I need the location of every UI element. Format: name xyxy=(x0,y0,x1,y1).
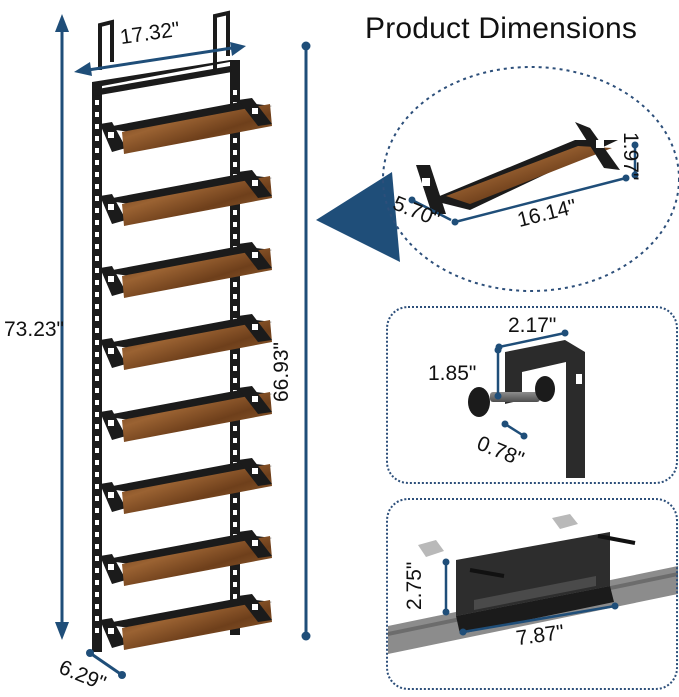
frame-hole xyxy=(233,234,237,239)
frame-hole xyxy=(233,150,237,155)
door-hooks xyxy=(98,10,230,70)
frame-hole xyxy=(95,196,99,201)
top-width-line xyxy=(74,42,246,76)
frame-hole xyxy=(95,100,99,105)
rack-height-line xyxy=(301,41,311,641)
frame-hole xyxy=(233,306,237,311)
frame-hole xyxy=(233,138,237,143)
frame-hole xyxy=(95,328,99,333)
frame-hole xyxy=(95,256,99,261)
frame-hole xyxy=(95,280,99,285)
frame-hole xyxy=(95,592,99,597)
frame-hole xyxy=(95,376,99,381)
basket-dimension-lines xyxy=(408,141,639,226)
frame-hole xyxy=(233,294,237,299)
bottom-depth-line xyxy=(86,649,126,679)
frame-hole xyxy=(233,282,237,287)
frame-hole xyxy=(95,484,99,489)
hook-detail xyxy=(468,340,585,478)
page-title: Product Dimensions xyxy=(365,12,638,45)
frame-hole xyxy=(95,472,99,477)
bracket-detail-panel xyxy=(386,498,678,690)
frame-hole xyxy=(233,510,237,515)
shelves-group xyxy=(100,98,272,650)
frame-hole xyxy=(95,604,99,609)
frame-hole xyxy=(95,316,99,321)
bracket-dimension-lines xyxy=(442,558,619,636)
shelf-basket xyxy=(100,314,272,370)
frame-hole xyxy=(233,450,237,455)
hook-detail-panel xyxy=(386,306,678,484)
frame-hole xyxy=(95,520,99,525)
shelf-basket xyxy=(100,386,272,442)
hook-width-label: 2.17" xyxy=(508,314,557,337)
frame-hole xyxy=(233,438,237,443)
frame-hole xyxy=(95,388,99,393)
frame-hole xyxy=(95,172,99,177)
frame-hole xyxy=(95,496,99,501)
frame-hole xyxy=(95,412,99,417)
frame-hole xyxy=(233,498,237,503)
frame-hole xyxy=(233,426,237,431)
shelf-basket xyxy=(100,170,272,226)
frame-hole xyxy=(233,582,237,587)
frame-hole xyxy=(95,460,99,465)
frame-hole xyxy=(95,268,99,273)
shelf-basket xyxy=(100,594,272,650)
frame-hole xyxy=(233,570,237,575)
frame-hole xyxy=(95,208,99,213)
hook-dimension-lines xyxy=(494,329,569,440)
frame-hole xyxy=(95,364,99,369)
frame-hole xyxy=(95,580,99,585)
frame-hole xyxy=(95,628,99,633)
frame-hole xyxy=(95,556,99,561)
frame-hole xyxy=(95,532,99,537)
frame-hole xyxy=(95,340,99,345)
frame-hole xyxy=(233,210,237,215)
hook-height-label: 1.85" xyxy=(428,362,477,385)
frame-hole xyxy=(95,616,99,621)
frame-hole xyxy=(233,90,237,95)
zoomed-basket xyxy=(416,122,620,214)
rack-height-label: 66.93" xyxy=(270,341,293,402)
frame-hole xyxy=(95,508,99,513)
bracket-height-label: 2.75" xyxy=(403,561,426,610)
shelf-basket xyxy=(100,458,272,514)
frame-hole xyxy=(95,136,99,141)
overall-height-line xyxy=(55,14,69,640)
overall-height-label: 73.23" xyxy=(4,318,65,341)
frame-hole xyxy=(95,424,99,429)
frame-hole xyxy=(233,366,237,371)
frame-hole xyxy=(233,162,237,167)
frame-hole xyxy=(95,160,99,165)
frame-hole xyxy=(95,304,99,309)
frame-hole xyxy=(95,400,99,405)
frame-hole xyxy=(233,354,237,359)
frame-hole xyxy=(95,292,99,297)
shelf-basket xyxy=(100,242,272,298)
shelf-basket xyxy=(100,98,272,154)
frame-hole xyxy=(95,436,99,441)
frame-hole xyxy=(95,124,99,129)
basket-zoom-ellipse xyxy=(382,66,679,292)
frame-hole xyxy=(233,222,237,227)
frame-hole xyxy=(95,232,99,237)
callout-pointer xyxy=(316,172,400,262)
frame-hole xyxy=(95,148,99,153)
frame-hole xyxy=(233,594,237,599)
frame-hole xyxy=(95,112,99,117)
frame-hole xyxy=(233,522,237,527)
frame-hole xyxy=(95,568,99,573)
frame-hole xyxy=(95,220,99,225)
frame-hole xyxy=(95,352,99,357)
frame-hole xyxy=(95,184,99,189)
frame-hole xyxy=(95,448,99,453)
frame-hole xyxy=(95,244,99,249)
frame-hole xyxy=(233,378,237,383)
shelf-basket xyxy=(100,530,272,586)
frame-hole xyxy=(95,544,99,549)
basket-height-label: 1.97" xyxy=(619,132,642,181)
